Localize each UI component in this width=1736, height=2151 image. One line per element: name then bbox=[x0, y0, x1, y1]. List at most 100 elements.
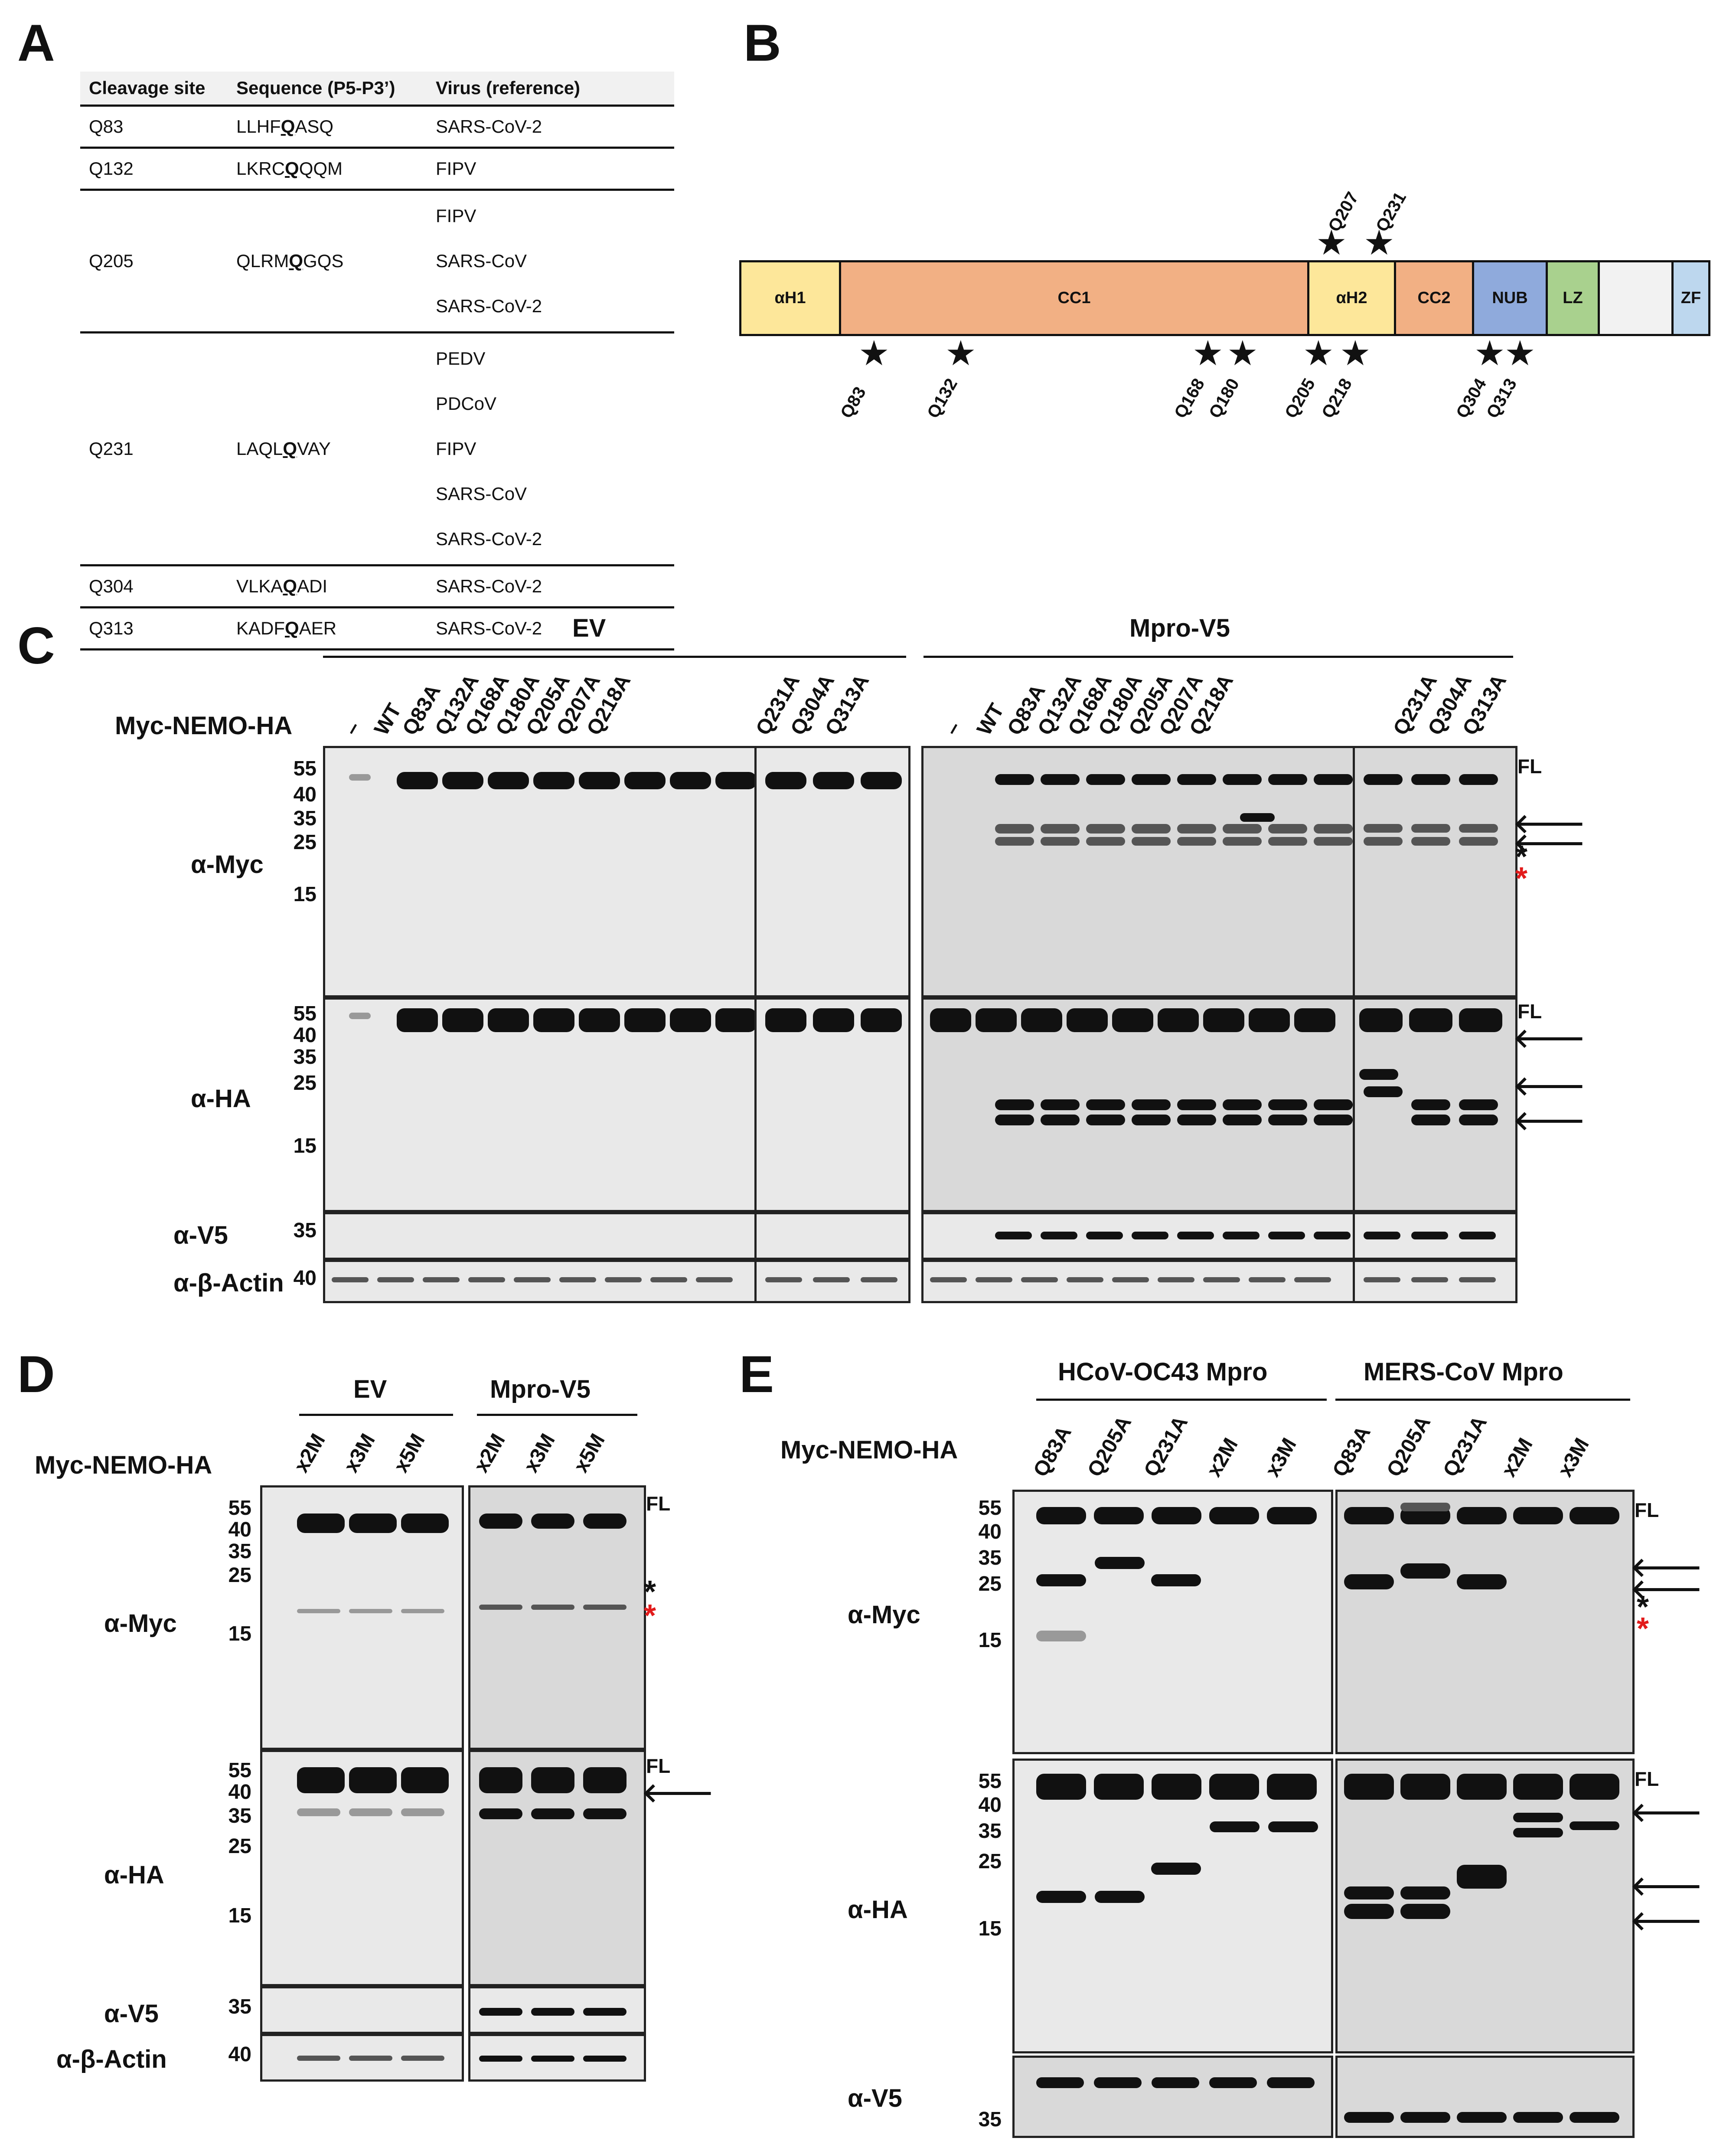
protein-band bbox=[1041, 1099, 1080, 1110]
mw-marker-label: 15 bbox=[228, 1904, 251, 1927]
lane-label: x2M bbox=[290, 1430, 330, 1477]
protein-band bbox=[1411, 837, 1450, 846]
domain-zf: ZF bbox=[1674, 262, 1708, 334]
cleavage-site-table: Cleavage site Sequence (P5-P3’) Virus (r… bbox=[80, 72, 674, 651]
protein-band bbox=[1344, 1774, 1394, 1800]
protein-band bbox=[514, 1277, 551, 1282]
antibody-label: α-V5 bbox=[104, 2000, 159, 2028]
full-length-label: FL bbox=[1635, 1499, 1659, 1521]
lane-label: x2M bbox=[1497, 1434, 1537, 1481]
protein-band bbox=[297, 2056, 340, 2061]
mw-marker-label: 15 bbox=[978, 1917, 1002, 1940]
protein-band bbox=[1151, 1863, 1201, 1875]
cleavage-product-arrow: 🡐 bbox=[1513, 828, 1586, 858]
blot-membrane bbox=[323, 997, 757, 1212]
mw-marker-label: 25 bbox=[228, 1564, 251, 1587]
protein-band bbox=[1209, 1774, 1259, 1800]
protein-band bbox=[1268, 1115, 1307, 1125]
protein-band bbox=[1314, 824, 1353, 834]
mw-marker-label: 25 bbox=[978, 1850, 1002, 1873]
protein-band bbox=[1570, 2112, 1619, 2123]
protein-band bbox=[1112, 1008, 1153, 1032]
mw-marker-label: 55 bbox=[978, 1770, 1002, 1793]
full-length-label: FL bbox=[646, 1492, 671, 1515]
protein-band bbox=[995, 1115, 1034, 1125]
protein-band bbox=[349, 1013, 371, 1019]
protein-band bbox=[479, 1514, 522, 1529]
lane-label: Q231A bbox=[1439, 1412, 1492, 1481]
blot-membrane bbox=[260, 1986, 464, 2034]
virus-name: FIPV bbox=[436, 206, 476, 226]
protein-band bbox=[531, 1514, 574, 1529]
lane-label: Q205A bbox=[1083, 1412, 1136, 1481]
lane-label: Q231A bbox=[1139, 1412, 1193, 1481]
nonspecific-band-asterisk: * bbox=[1515, 840, 1528, 874]
blot-membrane bbox=[468, 1986, 646, 2034]
cleavage-site-label-q304: Q304 bbox=[1452, 375, 1491, 422]
group-label-ev: EV bbox=[353, 1375, 387, 1403]
sequence-cleaved-q: Q bbox=[285, 618, 299, 638]
protein-band bbox=[813, 772, 854, 789]
virus-name: SARS-CoV-2 bbox=[436, 529, 542, 549]
mw-marker-label: 55 bbox=[293, 1002, 317, 1025]
mw-marker-label: 35 bbox=[228, 1540, 251, 1563]
table-cell-virus: SARS-CoV-2 bbox=[427, 565, 674, 608]
protein-band bbox=[1344, 1904, 1394, 1919]
virus-name: SARS-CoV-2 bbox=[436, 576, 542, 596]
cleavage-product-arrow: 🡐 bbox=[1513, 809, 1586, 839]
full-length-label: FL bbox=[646, 1755, 671, 1777]
protein-band bbox=[1457, 2112, 1507, 2123]
protein-band bbox=[1177, 1115, 1216, 1125]
protein-band bbox=[479, 2008, 522, 2016]
blot-membrane bbox=[754, 1260, 910, 1303]
mw-marker-label: 15 bbox=[293, 1134, 317, 1157]
cleavage-site-label-q168: Q168 bbox=[1171, 375, 1209, 422]
row-label-myc-nemo-ha: Myc-NEMO-HA bbox=[35, 1451, 212, 1479]
cleavage-product-arrow: 🡐 bbox=[1513, 1106, 1586, 1136]
protein-band bbox=[1223, 1115, 1262, 1125]
table-cell-virus: SARS-CoV-2 bbox=[427, 105, 674, 149]
protein-band bbox=[533, 1008, 574, 1032]
protein-band bbox=[1364, 1232, 1400, 1239]
virus-name: SARS-CoV-2 bbox=[436, 618, 542, 638]
protein-band bbox=[861, 1277, 897, 1282]
cleavage-site-star: ★ bbox=[945, 334, 976, 373]
protein-band bbox=[583, 1605, 627, 1610]
nonspecific-band-asterisk-red: * bbox=[644, 1599, 656, 1633]
table-cell-virus: FIPV bbox=[427, 147, 674, 191]
blot-membrane bbox=[468, 1750, 646, 1986]
group-line-ev bbox=[323, 656, 906, 658]
protein-band bbox=[1314, 1099, 1353, 1110]
protein-band bbox=[1086, 837, 1125, 846]
protein-band bbox=[1086, 1232, 1123, 1239]
protein-band bbox=[1067, 1277, 1103, 1282]
full-length-label: FL bbox=[1517, 755, 1542, 778]
protein-band bbox=[1036, 1631, 1086, 1641]
cleavage-site-star: ★ bbox=[1504, 334, 1536, 373]
mw-marker-label: 40 bbox=[228, 2043, 251, 2066]
protein-band bbox=[1459, 774, 1498, 785]
protein-band bbox=[1364, 837, 1403, 846]
blot-membrane bbox=[921, 997, 1355, 1212]
protein-band bbox=[813, 1008, 854, 1032]
protein-band bbox=[401, 2056, 444, 2061]
protein-band bbox=[1086, 824, 1125, 834]
virus-name: SARS-CoV-2 bbox=[436, 116, 542, 137]
blot-membrane bbox=[754, 1212, 910, 1260]
protein-band bbox=[1314, 837, 1353, 846]
protein-band bbox=[401, 1808, 444, 1816]
protein-band bbox=[1268, 824, 1307, 834]
nonspecific-band-asterisk: * bbox=[644, 1575, 656, 1609]
protein-band bbox=[1158, 1008, 1199, 1032]
protein-band bbox=[1459, 824, 1498, 833]
antibody-label: α-β-Actin bbox=[173, 1269, 284, 1297]
protein-band bbox=[1152, 1774, 1201, 1800]
mw-marker-label: 40 bbox=[228, 1518, 251, 1541]
protein-band bbox=[1152, 2077, 1199, 2088]
virus-name: FIPV bbox=[436, 158, 476, 179]
antibody-label: α-Myc bbox=[104, 1609, 177, 1638]
protein-band bbox=[1112, 1277, 1149, 1282]
cleavage-site-star: ★ bbox=[1316, 223, 1347, 262]
cleavage-product-arrow: 🡐 bbox=[1630, 1798, 1703, 1827]
